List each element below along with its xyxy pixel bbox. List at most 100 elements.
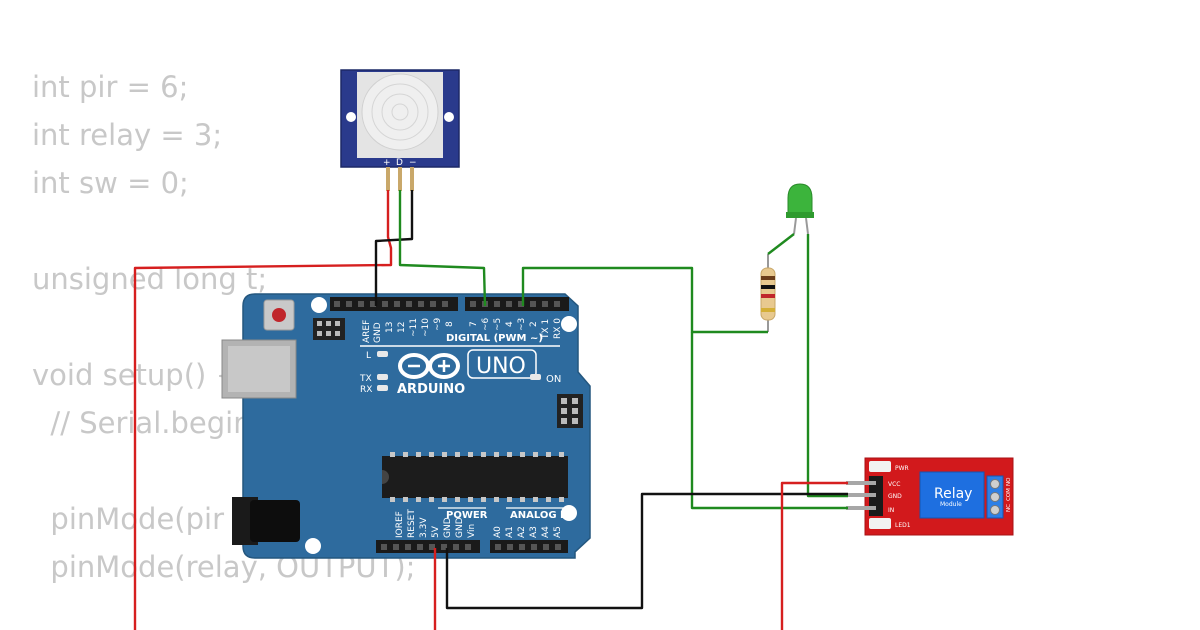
terminal-label: COM [1006,488,1012,501]
code-line: int pir = 6; [32,70,189,104]
power-jack-body [250,500,300,542]
analog-pin-label: A2 [517,526,527,538]
power-label: POWER [446,510,488,521]
relay-status-led [869,518,891,529]
tx-led [377,374,388,380]
l-led [377,351,388,357]
wire-relay-vcc[interactable] [780,481,848,630]
terminal-screw [990,479,1000,489]
power-pin-label: GND [443,517,453,538]
wire-led-relay[interactable] [806,234,848,498]
relay-pin-label: IN [888,507,894,514]
power-pin-label: 3.3V [419,517,429,538]
rx-led [377,385,388,391]
wire-pir-gnd[interactable] [374,190,414,306]
resistor-band [761,308,775,312]
digital-header-left [330,297,458,311]
pin-label: AREF [362,320,372,343]
power-pin-label: GND [455,517,465,538]
code-line: int relay = 3; [32,118,223,152]
terminal-label: NO [1006,477,1012,486]
relay-body [919,471,985,519]
l-led-label: L [366,351,371,361]
uno-label: UNO [476,354,526,379]
code-line: pinMode(pir [32,502,224,536]
mounting-hole [561,316,577,332]
power-header [376,540,480,553]
pin-label: 12 [397,322,407,333]
pin-label: 8 [445,321,455,327]
pin-label: ~10 [421,318,431,337]
relay-pins [846,481,876,510]
wire-pin3-relay-in-lower[interactable] [690,332,848,510]
pir-pin-label-d: D [396,158,403,168]
pin-label: ~9 [433,317,443,331]
wire-pir-signal[interactable] [398,190,487,307]
uno-badge [467,349,537,379]
pir-fresnel-lens [361,73,439,151]
pin-label: GND [373,322,383,343]
analog-header [490,540,568,553]
wire-pir-vcc[interactable] [133,190,393,630]
green-led[interactable] [786,183,814,235]
wire-gnd-relay[interactable] [445,492,848,610]
pin-label: 7 [469,321,479,327]
icsp2-header [557,394,583,428]
power-pin-label: IOREF [395,511,405,538]
microcontroller-chip [382,452,568,502]
resistor-band [761,285,775,289]
usb-connector-face [228,346,290,392]
analog-pin-label: A4 [541,526,551,538]
arduino-logo [398,353,460,379]
mounting-hole [311,297,327,313]
terminal-label: NC [1006,504,1012,512]
resistor[interactable] [760,254,776,332]
relay-pin-label: VCC [888,481,900,488]
tx-led-label: TX [359,374,372,384]
code-line: int sw = 0; [32,166,189,200]
pir-sensor[interactable]: + D − [340,69,460,191]
resistor-band [761,276,775,280]
reset-button-cap[interactable] [272,308,286,322]
icsp-header [313,318,345,340]
analog-in-label: ANALOG IN [510,510,572,521]
pin-label: ~3 [517,318,527,331]
pir-pin-label-minus: − [409,158,417,168]
analog-pin-label: A3 [529,526,539,538]
analog-pin-label: A5 [553,526,563,538]
terminal-screw [990,505,1000,515]
pin-label: 4 [505,321,515,327]
relay-title: Relay [934,486,972,502]
terminal-screw [990,492,1000,502]
pin-label: ~5 [493,318,503,331]
resistor-band [761,294,775,298]
led-leg [793,217,797,235]
pin-label: ~11 [409,318,419,337]
code-line: // Serial.begin [32,406,252,440]
analog-pin-label: A0 [493,526,503,538]
pir-mount-hole [346,112,356,122]
arduino-uno-board[interactable]: AREF GND 13 12 ~11 ~10 ~9 8 7 ~6 ~5 4 ~3… [221,293,591,559]
analog-pin-label: A1 [505,526,515,538]
pir-pin-label-plus: + [383,158,391,168]
rx-led-label: RX [360,385,372,395]
digital-header-right [465,297,569,311]
pin-label: 2 [529,321,539,327]
power-pin-labels: IOREF RESET 3.3V 5V GND GND Vin [395,509,477,538]
pir-pins [386,167,414,191]
relay-module[interactable]: PWR LED1 VCC GND IN Relay Module NO COM … [864,457,1014,536]
relay-pin-label: GND [888,493,902,500]
arduino-logo-text: ARDUINO [397,382,465,397]
relay-led1-label: LED1 [895,522,911,529]
wire-led-resistor[interactable] [767,233,795,255]
power-pin-label: RESET [407,509,417,538]
pin-label: TX 1 [541,319,551,340]
mounting-hole [305,538,321,554]
wire-pin3-relay-in[interactable] [521,266,768,334]
relay-pwr-label: PWR [895,465,909,472]
pin-label: 13 [385,322,395,333]
digital-pwm-label: DIGITAL (PWM ~) [446,333,543,344]
mounting-hole [561,505,577,521]
